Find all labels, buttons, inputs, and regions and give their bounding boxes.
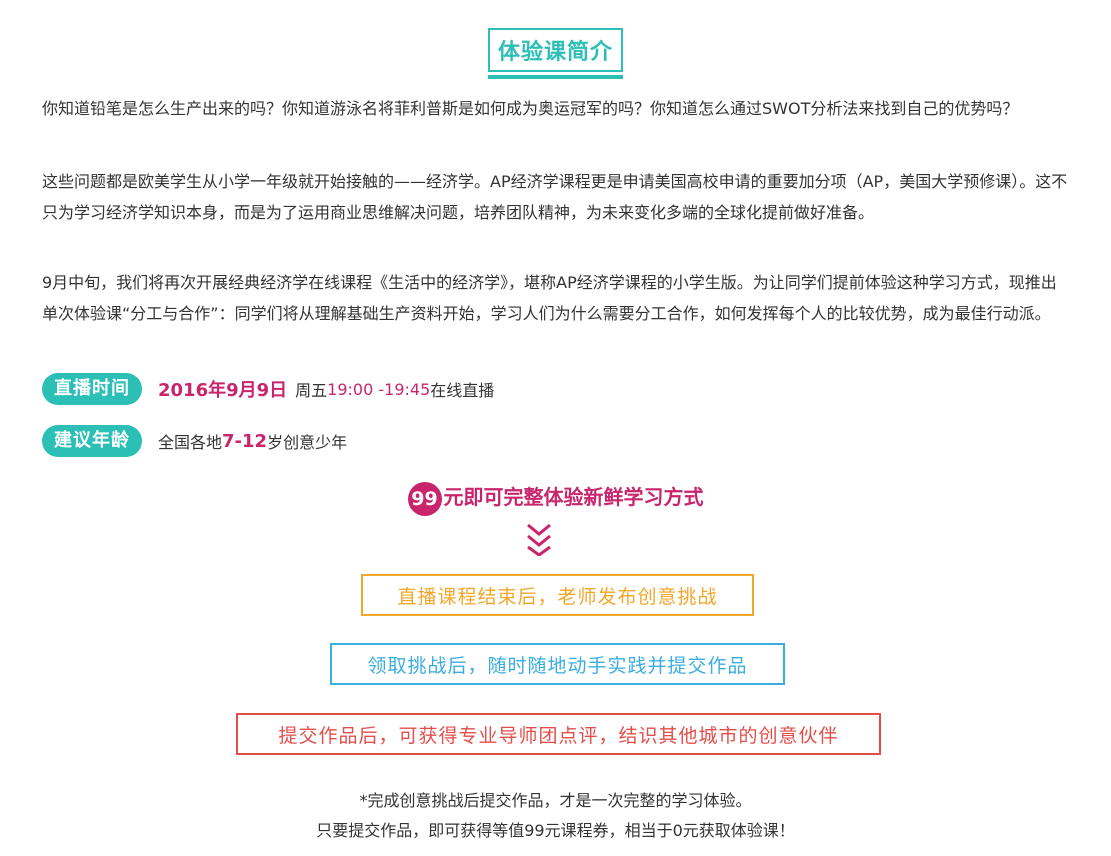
footnote-2: 只要提交作品，即可获得等值99元课程券，相当于0元获取体验课！: [316, 821, 795, 840]
schedule-weekday: 周五: [295, 381, 328, 400]
age-prefix: 全国各地: [158, 433, 223, 452]
step-1-box: 直播课程结束后，老师发布创意挑战: [361, 574, 754, 616]
footnote-1: *完成创意挑战后提交作品，才是一次完整的学习体验。: [359, 791, 752, 810]
double-chevron-down-icon: [527, 523, 551, 556]
schedule-time: 19:00 -19:45: [327, 379, 431, 399]
age-suffix: 岁创意少年: [267, 433, 348, 452]
price-amount-badge: 99: [407, 481, 442, 516]
age-row: 建议年龄 全国各地 7-12 岁创意少年: [42, 425, 347, 457]
intro-paragraph-3: 9月中旬，我们将再次开展经典经济学在线课程《生活中的经济学》，堪称AP经济学课程…: [42, 273, 1057, 323]
schedule-date: 2016年9月9日: [158, 380, 288, 401]
schedule-label-badge: 直播时间: [42, 373, 142, 405]
age-range: 7-12: [222, 430, 268, 452]
page-title: 体验课简介: [487, 28, 624, 79]
schedule-mode: 在线直播: [430, 381, 495, 400]
intro-paragraph-2: 这些问题都是欧美学生从小学一年级就开始接触的——经济学。AP经济学课程更是申请美…: [42, 172, 1068, 222]
step-3-box: 提交作品后，可获得专业导师团点评，结识其他城市的创意伙伴: [236, 713, 881, 755]
intro-paragraph-1: 你知道铅笔是怎么生产出来的吗？你知道游泳名将菲利普斯是如何成为奥运冠军的吗？你知…: [42, 99, 1019, 118]
age-label-badge: 建议年龄: [42, 425, 142, 457]
title-section: 体验课简介: [0, 28, 1111, 79]
schedule-row: 直播时间 2016年9月9日 周五 19:00 -19:45 在线直播: [42, 373, 494, 405]
step-2-box: 领取挑战后，随时随地动手实践并提交作品: [330, 643, 785, 685]
price-text: 元即可完整体验新鲜学习方式: [443, 485, 704, 509]
